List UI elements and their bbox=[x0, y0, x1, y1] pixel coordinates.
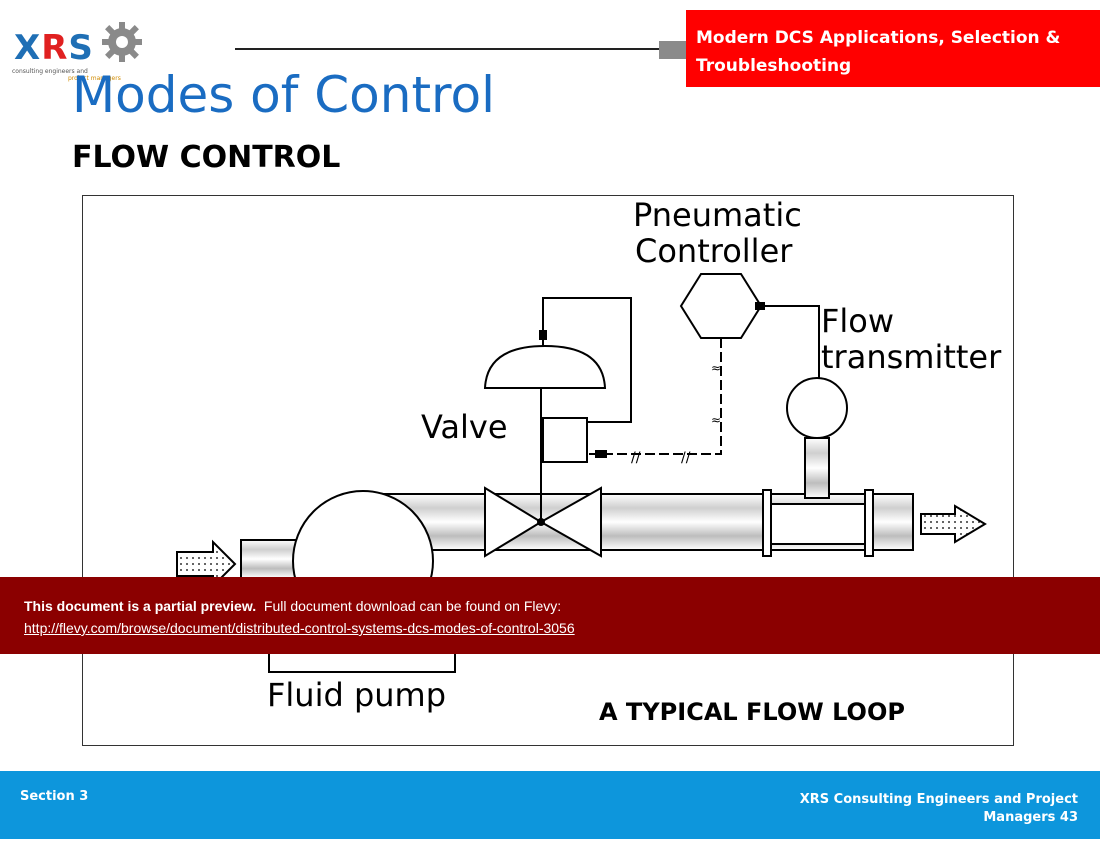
orifice-run bbox=[768, 503, 866, 545]
svg-text:≈: ≈ bbox=[711, 361, 721, 375]
footer-section: Section 3 bbox=[20, 789, 89, 804]
flow-loop-diagram: // // ≈ ≈ Pneumatic Controller Flow tran… bbox=[82, 195, 1014, 746]
svg-text:≈: ≈ bbox=[711, 413, 721, 427]
footer-company-line2: Managers 43 bbox=[983, 810, 1078, 825]
header-rule bbox=[235, 48, 660, 50]
svg-text://: // bbox=[681, 450, 691, 466]
transmitter-label-line1: Flow bbox=[821, 302, 894, 340]
controller-label-line1: Pneumatic bbox=[633, 196, 802, 234]
flow-transmitter bbox=[786, 377, 848, 439]
company-logo: XRS consulting engineers and project man… bbox=[8, 14, 148, 84]
outlet-arrow bbox=[920, 504, 987, 544]
pneumatic-controller bbox=[679, 273, 763, 339]
diagram-caption: A TYPICAL FLOW LOOP bbox=[599, 698, 905, 726]
footer-company: XRS Consulting Engineers and Project Man… bbox=[800, 791, 1078, 827]
preview-lead: This document is a partial preview. bbox=[24, 598, 257, 614]
controller-label-line2: Controller bbox=[635, 232, 793, 270]
footer-company-line1: XRS Consulting Engineers and Project bbox=[799, 792, 1078, 807]
svg-text://: // bbox=[631, 450, 641, 466]
preview-notice: This document is a partial preview. Full… bbox=[0, 577, 1100, 654]
preview-text: Full document download can be found on F… bbox=[263, 598, 562, 614]
slide-subtitle: FLOW CONTROL bbox=[72, 140, 341, 175]
preview-download-link[interactable]: http://flevy.com/browse/document/distrib… bbox=[24, 620, 575, 636]
gear-icon bbox=[102, 22, 142, 62]
valve-actuator bbox=[483, 344, 607, 389]
valve-positioner bbox=[542, 417, 588, 463]
pump-inlet-nozzle bbox=[240, 539, 302, 579]
slide-title: Modes of Control bbox=[72, 66, 495, 124]
valve-label: Valve bbox=[421, 408, 508, 446]
header-rule-knob bbox=[659, 41, 687, 59]
transmitter-label-line2: transmitter bbox=[821, 338, 1002, 376]
deck-title-banner: Modern DCS Applications, Selection & Tro… bbox=[686, 10, 1100, 87]
inlet-arrow bbox=[176, 539, 237, 589]
footer-bar: Section 3 XRS Consulting Engineers and P… bbox=[0, 771, 1100, 839]
logo-tagline-sub: project managers bbox=[68, 75, 121, 82]
pump-label: Fluid pump bbox=[267, 676, 446, 714]
logo-wordmark: XRS bbox=[14, 28, 94, 68]
logo-tagline: consulting engineers and bbox=[12, 68, 88, 75]
